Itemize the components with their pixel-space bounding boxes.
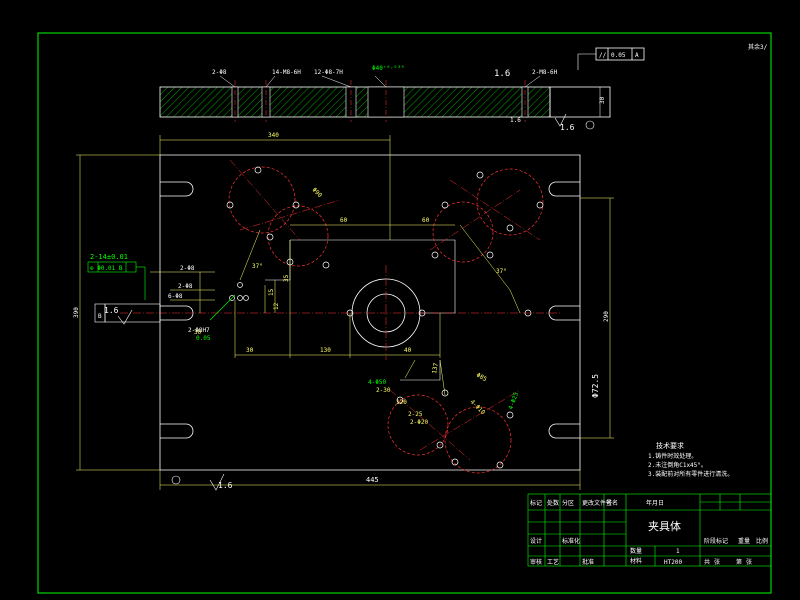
dim-2-20: 2-Φ20 bbox=[410, 419, 428, 426]
title-row3-5: 张 bbox=[714, 558, 720, 566]
tol-symbol: // bbox=[599, 52, 607, 59]
section-roughness-1: 1.6 bbox=[510, 117, 521, 124]
datum-circle-bottom bbox=[171, 475, 181, 485]
dim-40: 40 bbox=[404, 347, 412, 354]
dim-2-30: 2-30 bbox=[376, 387, 391, 394]
bottom-roughness: 1.6 bbox=[218, 481, 233, 490]
title-row2-5: 比例 bbox=[756, 537, 768, 545]
title-row3-4: 共 bbox=[704, 558, 710, 566]
title-row3-7: 张 bbox=[746, 558, 752, 566]
dimension-lines bbox=[76, 135, 614, 490]
surface-roughness-note: 其余3/ bbox=[748, 43, 768, 51]
dim-35: 35 bbox=[283, 274, 290, 282]
title-row3-2: 工艺 bbox=[547, 558, 559, 566]
dim-4-25: 4-Φ25 bbox=[507, 391, 520, 411]
roughness-symbol-section bbox=[554, 113, 567, 127]
callout-c5: 0.05 bbox=[196, 335, 211, 342]
title-row3-1: 审核 bbox=[530, 558, 542, 566]
tech-req-title: 技术要求 bbox=[656, 441, 684, 450]
datum-circle-section bbox=[585, 120, 595, 130]
title-row3-3: 批准 bbox=[582, 558, 594, 566]
title-qty-label: 数量 bbox=[630, 547, 642, 555]
dim-60a: 60 bbox=[340, 217, 348, 224]
callout-position-tol: ⊕ Φ0.01 B bbox=[90, 265, 123, 272]
callout-c2: 2-Φ8 bbox=[178, 283, 193, 290]
dim-left-30: 30 bbox=[194, 329, 202, 336]
tech-req-1: 1.铸件时效处理。 bbox=[648, 452, 697, 460]
title-qty: 1 bbox=[676, 548, 680, 555]
callout-rough-b: B bbox=[98, 313, 102, 320]
title-row2-2: 标准化 bbox=[562, 537, 580, 545]
callout-c4: 2-Φ8H7 bbox=[188, 327, 210, 334]
dim-top-width: 340 bbox=[268, 132, 279, 139]
dim-left-height: 390 bbox=[73, 307, 80, 318]
dim-4-10: 4-Φ10 bbox=[469, 398, 487, 416]
section-label-2: 14-M8-6H bbox=[272, 69, 301, 76]
dim-15: 15 bbox=[268, 288, 275, 296]
section-label-6: 2-M8-6H bbox=[532, 69, 558, 76]
dim-r90: Φ90 bbox=[311, 186, 324, 199]
plan-view-outline bbox=[159, 154, 581, 471]
title-hdr-3: 分区 bbox=[562, 499, 574, 507]
dim-137: 137 bbox=[431, 362, 440, 374]
section-label-5: 1.6 bbox=[494, 69, 510, 79]
centerlines bbox=[120, 159, 560, 461]
tol-value: 0.05 bbox=[611, 52, 626, 59]
title-material: HT200 bbox=[664, 559, 682, 566]
callout-c1: 2-Φ8 bbox=[180, 265, 195, 272]
dim-r37: 37° bbox=[252, 263, 263, 270]
dim-85: Φ85 bbox=[475, 372, 488, 384]
title-row2-3: 阶段标记 bbox=[704, 537, 728, 545]
section-roughness-2: 1.6 bbox=[560, 123, 575, 132]
callout-rough: 1.6 bbox=[104, 306, 119, 315]
dim-2-25: 2-25 bbox=[408, 411, 423, 418]
title-row3-6: 第 bbox=[736, 558, 742, 566]
title-hdr-1: 标记 bbox=[530, 499, 542, 507]
left-callout-group bbox=[87, 261, 236, 325]
dim-120: 120 bbox=[396, 399, 407, 406]
section-label-3: 12-Φ8-7H bbox=[314, 69, 343, 76]
section-view bbox=[159, 75, 611, 122]
callout-c3: 6-Φ8 bbox=[168, 293, 183, 300]
dim-bottom-width: 445 bbox=[366, 476, 379, 484]
outer-border bbox=[37, 32, 772, 594]
title-block bbox=[527, 493, 772, 567]
section-label-7: 30 bbox=[599, 96, 606, 104]
title-part-name: 夹具体 bbox=[648, 519, 681, 533]
section-label-4: Φ40⁺⁰·⁰³⁹ bbox=[372, 65, 405, 72]
section-label-1: 2-Φ8 bbox=[212, 69, 227, 76]
locating-circles bbox=[228, 166, 544, 474]
tech-req-3: 3.装配前对所有零件进行清洗。 bbox=[648, 470, 733, 478]
title-hdr-2: 处数 bbox=[547, 499, 559, 507]
callout-hole-spec: 2-14±0.01 bbox=[90, 253, 128, 261]
dim-r37b: 37° bbox=[496, 268, 507, 275]
bolt-holes bbox=[226, 166, 544, 469]
roughness-symbol-bottom bbox=[209, 473, 225, 491]
title-row2-1: 设计 bbox=[530, 537, 542, 545]
title-hdr-6: 年月日 bbox=[646, 499, 664, 507]
dim-12: 12 bbox=[273, 302, 280, 310]
dim-30: 30 bbox=[246, 347, 254, 354]
flatness-tolerance-frame: // 0.05 A bbox=[577, 47, 645, 70]
dim-right-height: 290 bbox=[603, 311, 610, 322]
dim-60b: 60 bbox=[422, 217, 430, 224]
dim-130: 130 bbox=[320, 347, 331, 354]
title-hdr-4: 更改文件号 bbox=[582, 499, 612, 507]
technical-requirements: 技术要求 1.铸件时效处理。 2.未注倒角C1x45°。 3.装配前对所有零件进… bbox=[648, 441, 733, 478]
dim-r72-5: Φ72.5 bbox=[591, 374, 600, 398]
title-row2-4: 重量 bbox=[738, 537, 750, 545]
dim-4-50: 4-Φ50 bbox=[368, 379, 386, 386]
tech-req-2: 2.未注倒角C1x45°。 bbox=[648, 461, 707, 469]
title-mat-label: 材料 bbox=[630, 557, 642, 565]
title-hdr-5: 签名 bbox=[606, 499, 618, 507]
tol-datum: A bbox=[635, 52, 639, 59]
